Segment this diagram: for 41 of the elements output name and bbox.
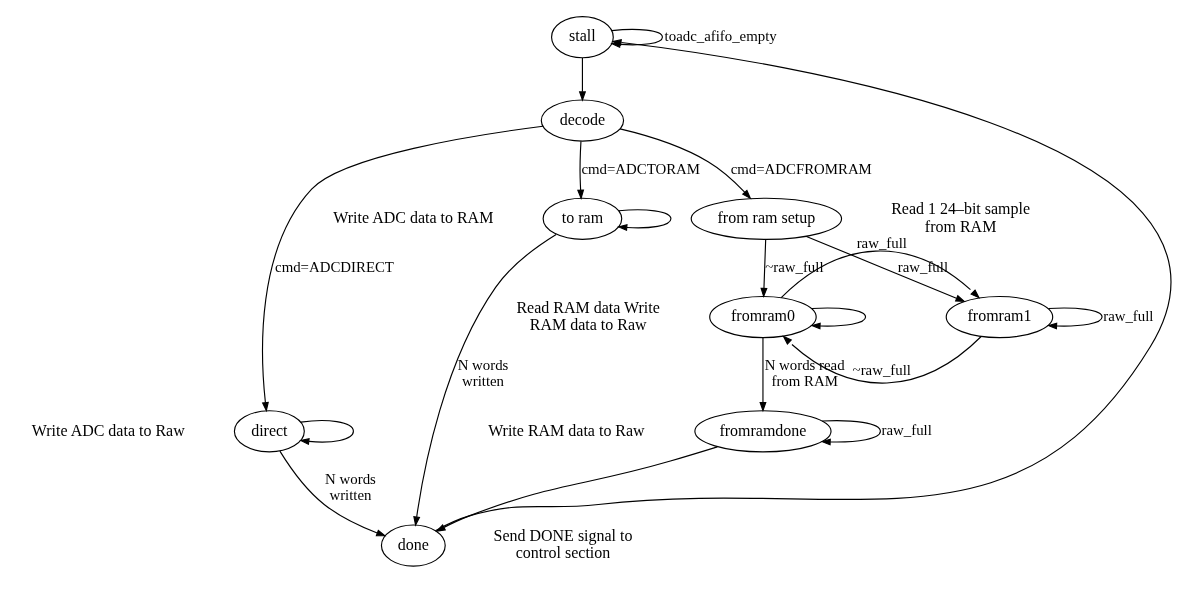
arrow — [820, 419, 881, 446]
node-ellipse: from ram setup — [690, 197, 843, 240]
arrow — [810, 307, 867, 330]
node-label: Write ADC data to RAM — [333, 208, 494, 226]
arrow — [578, 56, 587, 102]
node-ellipse: direct — [233, 409, 305, 452]
edge-label: toadc_afifo_empty — [664, 27, 777, 44]
arrow — [299, 419, 354, 445]
node-ellipse: decode — [540, 98, 625, 142]
node-label: Send DONE signal to control section — [493, 526, 633, 561]
edge-label: ~raw_full — [765, 258, 824, 275]
arrow — [1046, 307, 1103, 330]
node-ellipse: to ram — [542, 197, 623, 240]
edge-label: cmd=ADCFROMRAM — [730, 160, 872, 177]
arrow — [759, 336, 767, 412]
edge-label: cmd=ADCDIRECT — [275, 258, 394, 275]
arrow — [617, 208, 672, 231]
node-ellipse: stall — [551, 15, 614, 58]
arrow — [279, 450, 387, 536]
edge-label: raw_full — [856, 234, 907, 251]
arrow — [261, 125, 544, 412]
edge-label: cmd=ADCTORAM — [581, 160, 700, 177]
edge-label: N words written — [325, 470, 376, 503]
edge-label: raw_full — [1103, 307, 1154, 324]
node-label: Read 1 24–bit sample from RAM — [891, 199, 1031, 235]
arrow — [782, 334, 982, 384]
edge-label: N words written — [457, 356, 509, 389]
node-label: Read RAM data Write RAM data to Raw — [516, 298, 660, 333]
node-label: Write ADC data to Raw — [31, 421, 185, 439]
arrow — [413, 233, 557, 527]
edge-label: ~raw_full — [852, 361, 911, 378]
arrow — [805, 235, 966, 302]
arrow — [577, 140, 585, 200]
edge-label: raw_full — [881, 421, 932, 438]
node-label: Write RAM data to Raw — [488, 421, 645, 439]
arrow — [619, 127, 752, 199]
arrow — [435, 445, 718, 532]
node-ellipse: fromram0 — [709, 295, 817, 338]
arrow — [780, 250, 981, 299]
arrow — [760, 238, 768, 298]
edge-label: N words read from RAM — [764, 356, 845, 389]
